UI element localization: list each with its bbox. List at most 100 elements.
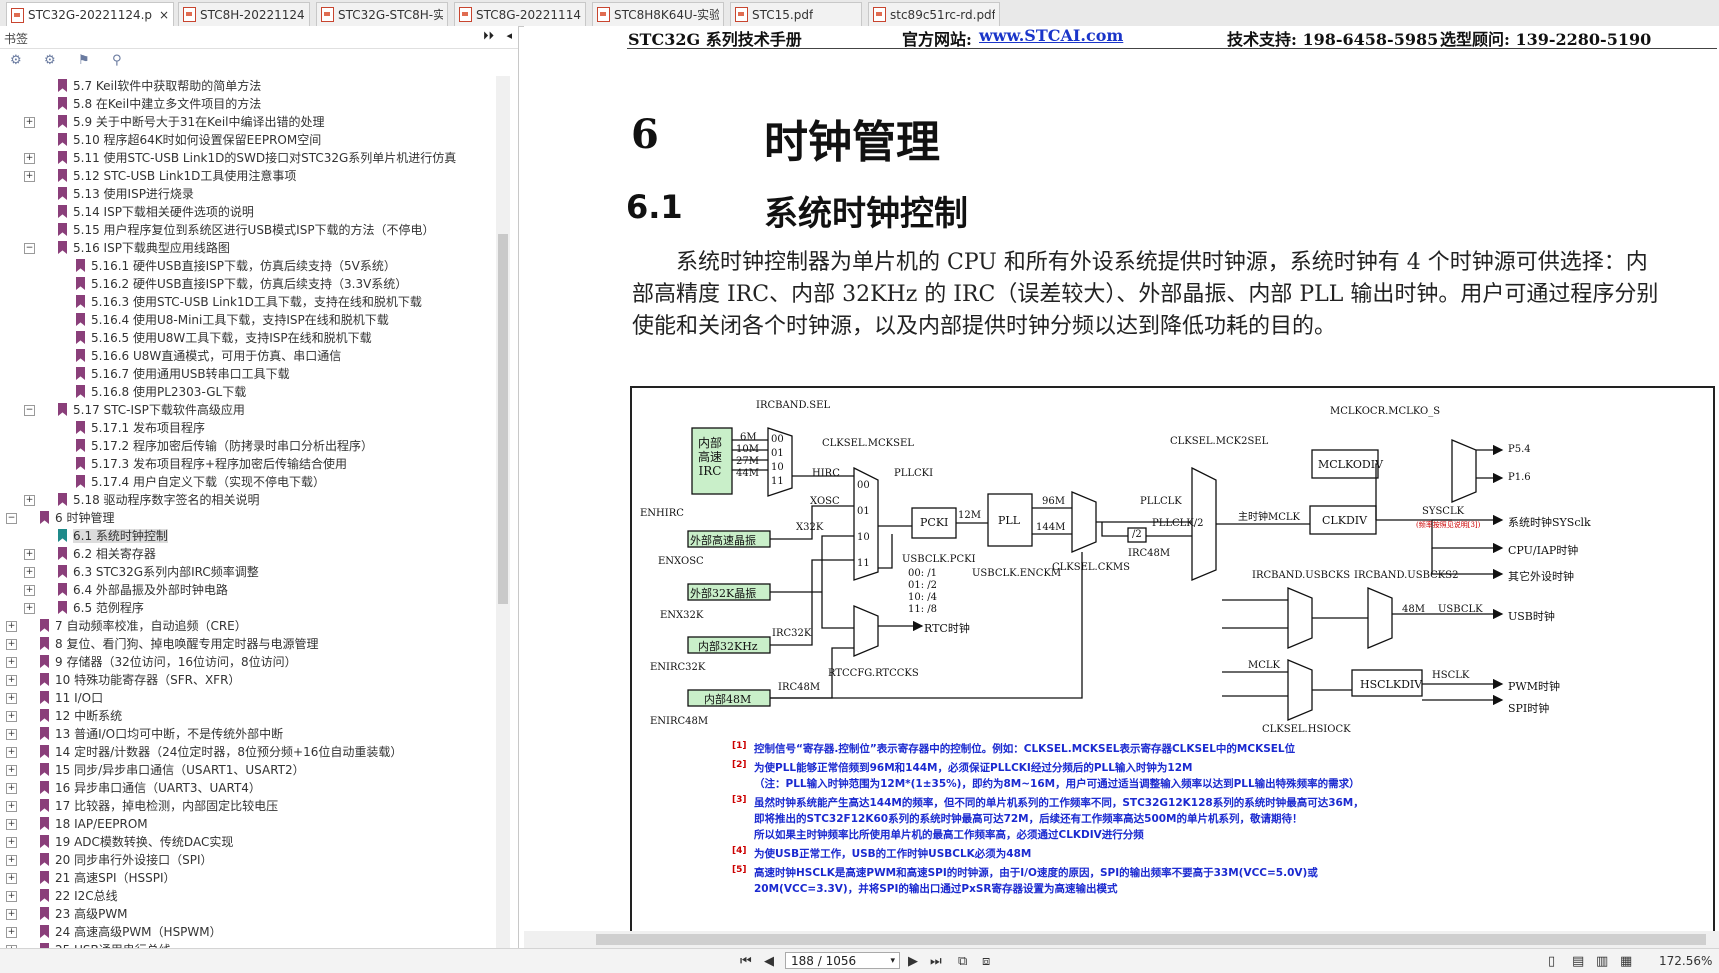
bookmark-item[interactable]: 6.5 范例程序 (58, 599, 144, 617)
tab-stc8g[interactable]: STC8G-20221114.p... (454, 2, 586, 26)
next-page-icon[interactable]: ▶ (908, 954, 918, 969)
bookmark-scrollbar[interactable] (496, 76, 510, 948)
two-continuous-icon[interactable]: ▦ (1620, 954, 1633, 969)
bookmark-item[interactable]: 5.11 使用STC-USB Link1D的SWD接口对STC32G系列单片机进… (58, 149, 456, 167)
collapse-all-icon[interactable]: ⚙ (44, 53, 56, 68)
tab-stc8h8k64u[interactable]: STC8H8K64U-实验... (592, 2, 724, 26)
horizontal-scrollbar[interactable] (524, 931, 1719, 948)
expand-toggle-icon[interactable]: + (6, 837, 17, 848)
bookmark-item[interactable]: 5.16.2 硬件USB直接ISP下载，仿真后续支持（3.3V系统） (76, 275, 407, 293)
bookmark-item[interactable]: 5.9 关于中断号大于31在Keil中编译出错的处理 (58, 113, 325, 131)
expand-toggle-icon[interactable]: + (24, 495, 35, 506)
tab-stc15[interactable]: STC15.pdf (730, 2, 862, 26)
expand-toggle-icon[interactable]: + (6, 873, 17, 884)
find-bookmark-icon[interactable]: ⚲ (112, 53, 122, 68)
scrollbar-thumb[interactable] (596, 934, 1706, 945)
expand-toggle-icon[interactable]: + (24, 117, 35, 128)
bookmark-item[interactable]: 19 ADC模数转换、传统DAC实现 (40, 833, 233, 851)
expand-toggle-icon[interactable]: + (6, 675, 17, 686)
bookmark-item[interactable]: 9 存储器（32位访问，16位访问，8位访问） (40, 653, 297, 671)
header-site-link[interactable]: www.STCAI.com (979, 26, 1124, 45)
bookmark-item[interactable]: 11 I/O口 (40, 689, 103, 707)
fit-page-icon[interactable]: ⧉ (958, 954, 968, 969)
bookmark-item[interactable]: 5.15 用户程序复位到系统区进行USB模式ISP下载的方法（不停电） (58, 221, 435, 239)
expand-toggle-icon[interactable]: + (24, 567, 35, 578)
continuous-page-icon[interactable]: ▤ (1572, 954, 1585, 969)
bookmark-item[interactable]: 5.16 ISP下载典型应用线路图 (58, 239, 230, 257)
collapse-panel-icon[interactable]: ⏵⏵ (483, 29, 494, 42)
expand-toggle-icon[interactable]: − (6, 513, 17, 524)
bookmark-item[interactable]: 5.17.2 程序加密后传输（防拷录时串口分析出程序） (76, 437, 373, 455)
close-panel-icon[interactable]: ◂ (506, 29, 512, 42)
bookmark-item[interactable]: 5.17.1 发布项目程序 (76, 419, 205, 437)
expand-toggle-icon[interactable]: + (6, 909, 17, 920)
two-page-icon[interactable]: ▥ (1596, 954, 1609, 969)
expand-toggle-icon[interactable]: + (6, 621, 17, 632)
bookmark-item[interactable]: 25 USB通用串行总线 (40, 941, 171, 948)
close-icon[interactable]: × (158, 8, 169, 22)
prev-page-icon[interactable]: ◀ (764, 954, 774, 969)
bookmark-item[interactable]: 20 同步串行外设接口（SPI） (40, 851, 212, 869)
bookmark-item[interactable]: 5.16.3 使用STC-USB Link1D工具下载，支持在线和脱机下载 (76, 293, 422, 311)
bookmark-item[interactable]: 5.17 STC-ISP下载软件高级应用 (58, 401, 245, 419)
bookmark-item[interactable]: 5.13 使用ISP进行烧录 (58, 185, 194, 203)
bookmark-item[interactable]: 5.16.6 U8W直通模式，可用于仿真、串口通信 (76, 347, 341, 365)
expand-toggle-icon[interactable]: + (6, 891, 17, 902)
expand-toggle-icon[interactable]: + (6, 657, 17, 668)
expand-toggle-icon[interactable]: + (6, 927, 17, 938)
bookmark-item[interactable]: 5.8 在Keil中建立多文件项目的方法 (58, 95, 261, 113)
tab-stc32g-stc8h[interactable]: STC32G-STC8H-实... (316, 2, 448, 26)
expand-toggle-icon[interactable]: + (24, 585, 35, 596)
bookmark-item[interactable]: 5.18 驱动程序数字签名的相关说明 (58, 491, 260, 509)
bookmark-item[interactable]: 6 时钟管理 (40, 509, 114, 527)
page-number-input[interactable]: 188 / 1056▾ (785, 952, 900, 969)
bookmark-item[interactable]: 10 特殊功能寄存器（SFR、XFR） (40, 671, 240, 689)
expand-toggle-icon[interactable]: + (6, 945, 17, 948)
bookmark-item[interactable]: 16 异步串口通信（UART3、UART4） (40, 779, 261, 797)
expand-all-icon[interactable]: ⚙ (10, 53, 22, 68)
expand-toggle-icon[interactable]: + (6, 801, 17, 812)
expand-toggle-icon[interactable]: + (6, 639, 17, 650)
bookmark-item[interactable]: 6.3 STC32G系列内部IRC频率调整 (58, 563, 259, 581)
expand-toggle-icon[interactable]: + (6, 855, 17, 866)
bookmark-item[interactable]: 6.4 外部晶振及外部时钟电路 (58, 581, 228, 599)
bookmark-item[interactable]: 15 同步/异步串口通信（USART1、USART2） (40, 761, 305, 779)
expand-toggle-icon[interactable]: + (24, 153, 35, 164)
bookmark-item[interactable]: 22 I2C总线 (40, 887, 118, 905)
expand-toggle-icon[interactable]: + (24, 603, 35, 614)
bookmark-item[interactable]: 18 IAP/EEPROM (40, 815, 148, 833)
bookmark-item[interactable]: 5.16.8 使用PL2303-GL下载 (76, 383, 246, 401)
expand-toggle-icon[interactable]: + (6, 747, 17, 758)
bookmark-item[interactable]: 24 高速高级PWM（HSPWM） (40, 923, 222, 941)
bookmark-item[interactable]: 5.10 程序超64K时如何设置保留EEPROM空间 (58, 131, 321, 149)
bookmark-item[interactable]: 14 定时器/计数器（24位定时器，8位预分频+16位自动重装载） (40, 743, 402, 761)
tab-stc89c51[interactable]: stc89c51rc-rd.pdf (... (868, 2, 1000, 26)
bookmark-item[interactable]: 6.1 系统时钟控制 (58, 527, 168, 545)
first-page-icon[interactable]: ⏮ (740, 954, 752, 969)
bookmark-item[interactable]: 23 高级PWM (40, 905, 128, 923)
bookmark-item[interactable]: 5.7 Keil软件中获取帮助的简单方法 (58, 77, 261, 95)
bookmark-item[interactable]: 17 比较器，掉电检测，内部固定比较电压 (40, 797, 278, 815)
expand-toggle-icon[interactable]: − (24, 405, 35, 416)
page-dropdown-icon[interactable]: ▾ (890, 956, 895, 966)
expand-toggle-icon[interactable]: + (6, 693, 17, 704)
tab-stc8h[interactable]: STC8H-20221124.p... (178, 2, 310, 26)
expand-toggle-icon[interactable]: + (6, 765, 17, 776)
bookmark-item[interactable]: 5.17.4 用户自定义下载（实现不停电下载） (76, 473, 325, 491)
single-page-icon[interactable]: ▯ (1548, 954, 1556, 969)
last-page-icon[interactable]: ⏭ (930, 954, 942, 969)
expand-toggle-icon[interactable]: + (6, 819, 17, 830)
add-bookmark-icon[interactable]: ⚑ (78, 53, 90, 68)
expand-toggle-icon[interactable]: + (24, 171, 35, 182)
tab-stc32g[interactable]: STC32G-20221124.p...× (6, 2, 174, 27)
expand-toggle-icon[interactable]: + (24, 549, 35, 560)
bookmark-item[interactable]: 5.16.1 硬件USB直接ISP下载，仿真后续支持（5V系统） (76, 257, 396, 275)
bookmark-item[interactable]: 7 自动频率校准，自动追频（CRE） (40, 617, 247, 635)
bookmark-item[interactable]: 6.2 相关寄存器 (58, 545, 156, 563)
scrollbar-thumb[interactable] (498, 234, 508, 604)
expand-toggle-icon[interactable]: − (24, 243, 35, 254)
expand-toggle-icon[interactable]: + (6, 783, 17, 794)
bookmark-item[interactable]: 13 普通I/O口均可中断，不是传统外部中断 (40, 725, 283, 743)
expand-toggle-icon[interactable]: + (6, 729, 17, 740)
bookmark-item[interactable]: 5.16.5 使用U8W工具下载，支持ISP在线和脱机下载 (76, 329, 372, 347)
